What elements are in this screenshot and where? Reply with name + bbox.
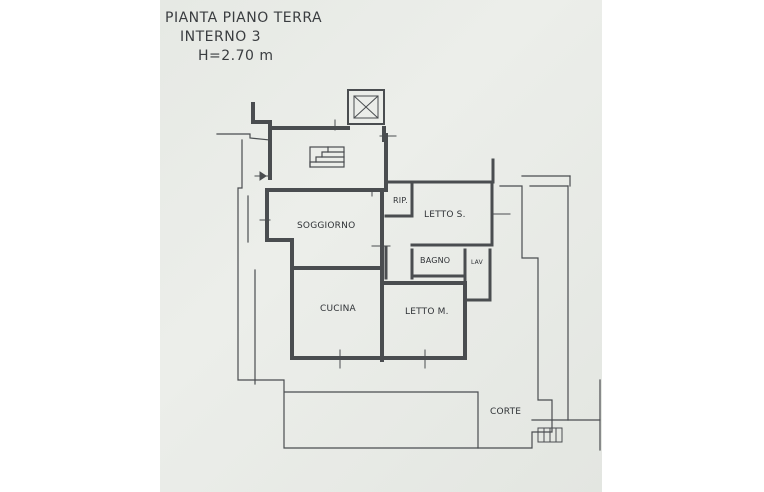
room-label-letto-m: LETTO M. (405, 307, 449, 317)
room-label-corte: CORTE (490, 407, 522, 417)
plan-unit: INTERNO 3 (180, 29, 262, 45)
room-label-bagno: BAGNO (420, 256, 451, 265)
floor-plan-sheet: PIANTA PIANO TERRA INTERNO 3 H=2.70 m SO… (160, 0, 602, 492)
site-lines-left (216, 133, 479, 449)
plan-height: H=2.70 m (198, 48, 274, 64)
room-label-soggiorno: SOGGIORNO (297, 221, 356, 231)
main-walls (265, 188, 467, 362)
room-label-lav: LAV (471, 259, 483, 266)
stair-symbol (309, 146, 345, 168)
site-lines-right (477, 175, 601, 451)
section-ticks (254, 119, 511, 369)
plan-title: PIANTA PIANO TERRA (165, 10, 323, 26)
room-label-letto-s: LETTO S. (424, 210, 466, 220)
floor-plan-drawing (216, 89, 601, 451)
elevator-shaft (347, 89, 385, 125)
room-label-cucina: CUCINA (320, 304, 356, 314)
room-label-rip: RIP. (393, 196, 408, 205)
right-wing-walls (384, 158, 495, 302)
